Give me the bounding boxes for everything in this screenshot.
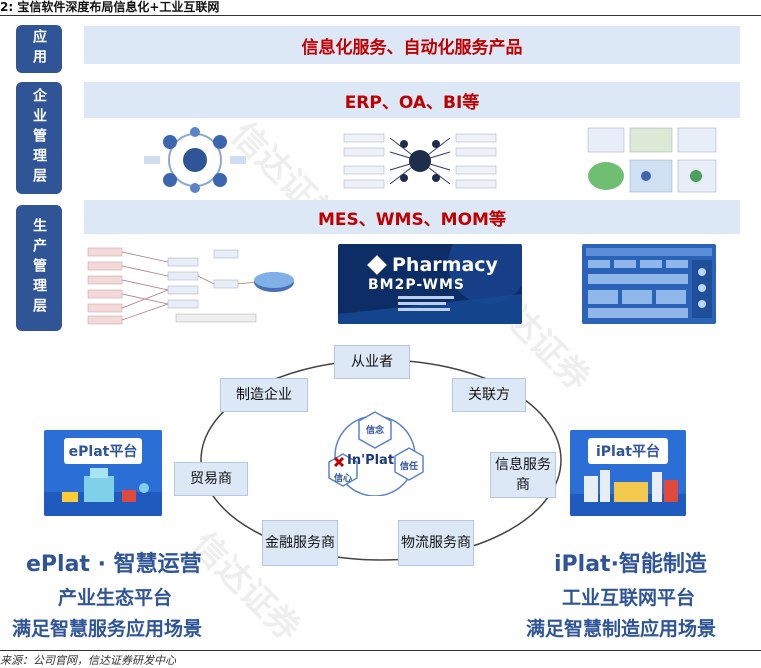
eplat-label: ePlat平台: [64, 438, 142, 464]
integration-hub-diagram-thumbnail: [340, 124, 500, 198]
node-trader: 贸易商: [174, 462, 248, 496]
pharmacy-wms-product-thumbnail: Pharmacy BM2P-WMS: [338, 244, 522, 324]
bottom-divider: [0, 650, 761, 651]
node-practitioner: 从业者: [334, 345, 410, 379]
hex-label-belief: 信念: [366, 426, 385, 436]
tab-application-layer: 应用: [16, 25, 62, 73]
eplat-subtitle-ecosystem: 产业生态平台: [58, 587, 173, 609]
eplat-title: ePlat · 智慧运营: [26, 552, 202, 577]
inplat-hub: 信念 信心 信任 In'Plat: [317, 408, 433, 496]
iplat-subtitle-scenario: 满足智慧制造应用场景: [526, 618, 717, 640]
top-divider: [0, 15, 761, 16]
node-finance-service: 金融服务商: [262, 520, 338, 566]
eplat-subtitle-scenario: 满足智慧服务应用场景: [12, 618, 203, 640]
figure-title: 2: 宝信软件深度布局信息化+工业互联网: [0, 0, 220, 14]
iplat-subtitle-platform: 工业互联网平台: [562, 587, 696, 609]
iplat-title: iPlat·智能制造: [554, 552, 707, 577]
band-erp-oa-bi: ERP、OA、BI等: [84, 82, 740, 118]
node-logistics-service: 物流服务商: [398, 520, 474, 566]
node-manufacturer: 制造企业: [220, 378, 308, 412]
iplat-banner: iPlat平台: [570, 430, 686, 516]
process-flow-chart-thumbnail: [84, 244, 298, 326]
hex-label-confidence: 信心: [334, 474, 353, 484]
tab-enterprise-management-layer: 企业管理层: [16, 82, 62, 194]
pharmacy-product-label: BM2P-WMS: [368, 277, 465, 293]
band-application-services: 信息化服务、自动化服务产品: [84, 26, 740, 64]
node-info-service: 信息服务商: [490, 452, 556, 498]
node-related-party: 关联方: [452, 378, 526, 412]
iplat-label: iPlat平台: [588, 438, 668, 464]
tab-production-management-layer: 生产管理层: [16, 205, 62, 331]
source-note: 来源：公司官网，信达证券研发中心: [0, 654, 176, 667]
eplat-banner: ePlat平台: [44, 430, 162, 516]
hex-label-trust: 信任: [400, 462, 419, 472]
band-mes-wms-mom: MES、WMS、MOM等: [84, 200, 740, 234]
inplat-logo-label: In'Plat: [347, 453, 395, 468]
bi-dashboard-diagram-thumbnail: [586, 124, 718, 196]
mom-architecture-thumbnail: [582, 244, 716, 324]
pharmacy-brand-label: Pharmacy: [392, 254, 498, 276]
hr-cycle-diagram-thumbnail: [140, 124, 250, 196]
